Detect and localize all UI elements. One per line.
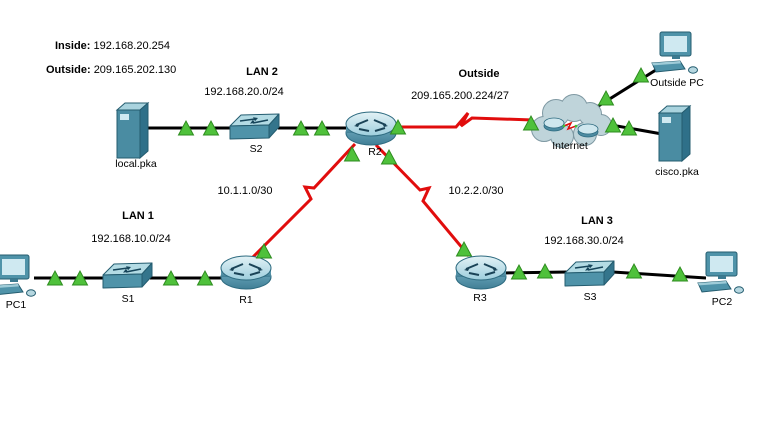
link-up-icon: [380, 148, 398, 165]
serial-r2-r3-subnet: 10.2.2.0/30: [448, 185, 504, 197]
link-up-icon: [202, 119, 220, 136]
link-up-icon: [455, 240, 473, 257]
link-r2-internet[interactable]: [390, 112, 534, 129]
device-r2[interactable]: [345, 111, 397, 146]
device-s2[interactable]: [229, 113, 280, 140]
note-inside-address: Inside: 192.168.20.254: [55, 40, 170, 53]
pc-icon: [697, 251, 744, 294]
note-inside-value: 192.168.20.254: [93, 40, 170, 52]
lan3-subnet: 192.168.30.0/24: [544, 235, 624, 247]
link-r2-r3[interactable]: [374, 143, 471, 257]
lan2-title: LAN 2: [246, 66, 278, 78]
device-pc1[interactable]: [0, 254, 36, 297]
device-pc2[interactable]: [697, 251, 744, 294]
switch-icon: [564, 260, 615, 287]
link-s3-pc2[interactable]: [612, 270, 707, 280]
link-up-icon: [522, 114, 540, 131]
router-icon: [455, 255, 507, 290]
switch-icon: [102, 262, 153, 289]
switch-icon: [229, 113, 280, 140]
router-icon: [220, 255, 272, 290]
device-s1[interactable]: [102, 262, 153, 289]
link-up-icon: [255, 242, 273, 259]
lan1-subnet: 192.168.10.0/24: [91, 233, 171, 245]
link-up-icon: [536, 262, 554, 279]
link-up-icon: [343, 145, 361, 162]
router-icon: [345, 111, 397, 146]
link-up-icon: [196, 269, 214, 286]
link-up-icon: [620, 119, 638, 136]
link-up-icon: [632, 66, 650, 83]
device-local-server[interactable]: [116, 102, 149, 159]
outside-title: Outside: [458, 68, 500, 80]
note-outside-value: 209.165.202.130: [93, 64, 177, 76]
note-inside-label: Inside:: [55, 40, 91, 52]
link-up-icon: [162, 269, 180, 286]
lan3-title: LAN 3: [581, 215, 613, 227]
link-up-icon: [597, 89, 615, 106]
link-up-icon: [177, 119, 195, 136]
link-up-icon: [625, 262, 643, 279]
link-up-icon: [71, 269, 89, 286]
lan2-subnet: 192.168.20.0/24: [204, 86, 284, 98]
link-r1-r2[interactable]: [250, 142, 357, 260]
device-s3[interactable]: [564, 260, 615, 287]
serial-r1-r2-subnet: 10.1.1.0/30: [217, 185, 273, 197]
link-up-icon: [389, 118, 407, 135]
link-up-icon: [604, 116, 622, 133]
note-outside-address: Outside: 209.165.202.130: [46, 64, 176, 77]
note-outside-label: Outside:: [46, 64, 91, 76]
link-up-icon: [510, 263, 528, 280]
pc-icon: [0, 254, 36, 297]
device-r3[interactable]: [455, 255, 507, 290]
server-icon: [116, 102, 149, 159]
serial-links: [250, 112, 534, 260]
link-r3-s3[interactable]: [502, 270, 569, 275]
link-up-icon: [671, 265, 689, 282]
link-up-icon: [46, 269, 64, 286]
device-r1[interactable]: [220, 255, 272, 290]
lan1-title: LAN 1: [122, 210, 154, 222]
link-up-icon: [292, 119, 310, 136]
device-cisco-server[interactable]: [658, 105, 691, 162]
pc-icon: [651, 31, 698, 74]
link-status-indicators: [46, 66, 689, 286]
outside-subnet: 209.165.200.224/27: [411, 90, 509, 102]
link-up-icon: [313, 119, 331, 136]
device-outside-pc[interactable]: [651, 31, 698, 74]
server-icon: [658, 105, 691, 162]
